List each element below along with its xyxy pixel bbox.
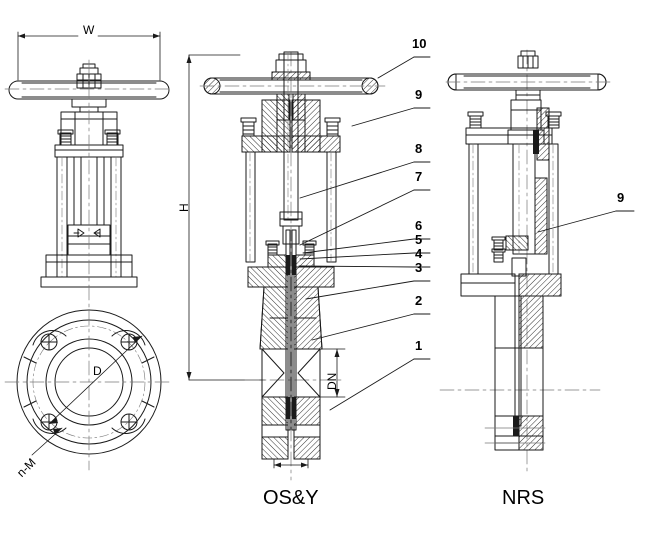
dimension-label-dn: DN (325, 372, 339, 390)
callout-2: 2 (415, 293, 423, 308)
bonnet-flange-osy (247, 266, 335, 288)
bottom-flange-osy (261, 424, 321, 460)
gland-flange-nrs (465, 127, 553, 145)
left-elevation-view (4, 31, 174, 471)
flange-scallops (32, 330, 146, 434)
callout-4: 4 (415, 246, 423, 261)
dimension-label-d: D (93, 364, 102, 378)
yoke-legs-osy (245, 151, 337, 263)
bottom-seat-nrs (494, 415, 544, 451)
rising-stem-osy (283, 51, 299, 221)
hub-nut-nrs (515, 50, 541, 101)
yoke-flange-bolts-osy (240, 117, 341, 137)
gland-bolts-nrs (467, 111, 562, 129)
lower-bolts-nrs (491, 235, 529, 263)
callout-9-osy: 9 (415, 87, 423, 102)
view-title-osy: OS&Y (263, 487, 319, 509)
callout-7: 7 (415, 169, 423, 184)
flange-face-left (4, 285, 174, 471)
stem-column-nrs (512, 143, 548, 255)
callout-10: 10 (412, 36, 427, 51)
osy-section-view (199, 51, 386, 481)
stem-nut-osy (271, 53, 311, 81)
handwheel-bar-nrs (445, 73, 611, 91)
callout-8: 8 (415, 141, 423, 156)
callout-1: 1 (415, 338, 423, 353)
yoke-head-flange-osy (241, 135, 341, 153)
gland-bolts-left (57, 129, 121, 146)
lower-body-osy (261, 396, 321, 426)
stem-coupling-osy (279, 211, 303, 245)
packing-osy (286, 255, 296, 275)
dimension-dn-osy (319, 348, 346, 398)
neck-nrs (494, 295, 544, 349)
dimension-h (186, 54, 266, 381)
nrs-view (439, 49, 611, 476)
flange-tick-marks (23, 356, 155, 408)
handwheel-bar-osy (199, 77, 386, 95)
callout-6: 6 (415, 218, 423, 233)
callout-9-nrs: 9 (617, 190, 625, 205)
callout-leaders (298, 56, 635, 411)
flange-bolt-holes (40, 333, 138, 431)
callout-3: 3 (415, 260, 423, 275)
dimension-label-h: H (177, 203, 191, 212)
body-flange-nrs (460, 257, 562, 297)
dimension-w (17, 31, 161, 81)
callout-5: 5 (415, 232, 423, 247)
view-title-nrs: NRS (502, 487, 545, 509)
bonnet-neck-nrs (507, 99, 550, 161)
bottom-width-dim-osy (273, 458, 309, 469)
dimension-label-w: W (83, 23, 95, 37)
